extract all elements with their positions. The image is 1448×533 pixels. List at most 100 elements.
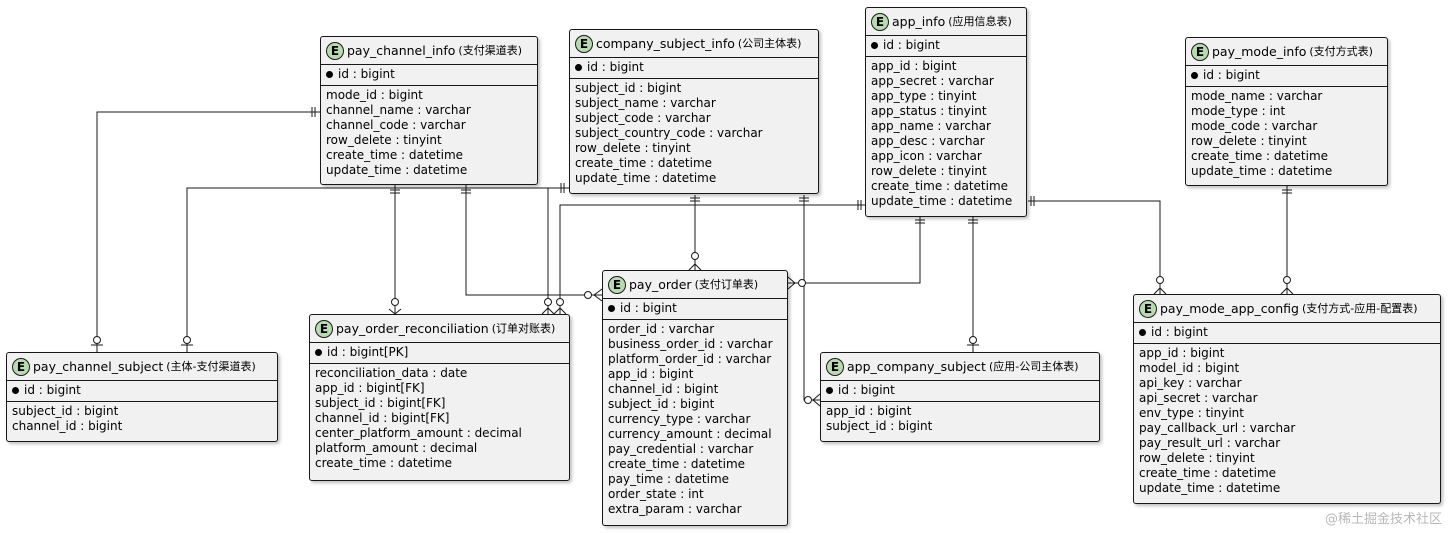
primary-key: id : bigint: [587, 60, 644, 74]
attribute-row: order_id : varchar: [608, 322, 715, 336]
attribute-row: row_delete : tinyint: [575, 141, 691, 155]
attribute-row: currency_type : varchar: [608, 412, 751, 426]
entity-header: E pay_channel_subject (主体-支付渠道表): [7, 353, 277, 380]
attribute-row: platform_order_id : varchar: [608, 352, 772, 366]
attribute-row: subject_code : varchar: [575, 111, 711, 125]
attribute-row: subject_id : bigint: [575, 81, 682, 95]
entity-name: pay_order_reconciliation: [336, 321, 489, 336]
entity-cn-name: (应用信息表): [948, 15, 1012, 28]
attribute-row: subject_id : bigint: [826, 419, 933, 433]
attribute-row: pay_callback_url : varchar: [1139, 421, 1296, 435]
entity-cn-name: (订单对账表): [491, 322, 556, 335]
attribute-row: row_delete : tinyint: [1191, 134, 1307, 148]
entity-name: pay_mode_info: [1212, 44, 1307, 59]
key-dot-icon: [12, 387, 19, 394]
entity-app-company-subject[interactable]: E app_company_subject (应用-公司主体表) id : bi…: [820, 352, 1100, 442]
key-dot-icon: [871, 42, 878, 49]
attribute-row: app_name : varchar: [871, 119, 991, 133]
entity-app-info[interactable]: E app_info (应用信息表) id : bigint app_id : …: [865, 7, 1027, 217]
entity-name: pay_channel_subject: [33, 359, 164, 374]
attribute-row: create_time : datetime: [326, 148, 464, 162]
attribute-row: currency_amount : decimal: [608, 427, 772, 441]
primary-key: id : bigint: [1151, 325, 1208, 339]
attribute-row: mode_name : varchar: [1191, 89, 1323, 103]
entity-badge-icon: E: [326, 41, 344, 60]
entity-pay-channel-subject[interactable]: E pay_channel_subject (主体-支付渠道表) id : bi…: [6, 352, 278, 442]
entity-cn-name: (支付订单表): [694, 278, 759, 291]
entity-badge-icon: E: [1191, 42, 1209, 61]
entity-name: company_subject_info: [596, 36, 735, 51]
primary-key-row: id : bigint: [821, 381, 1099, 401]
entity-header: E company_subject_info (公司主体表): [570, 30, 818, 57]
attribute-row: env_type : tinyint: [1139, 406, 1244, 420]
key-dot-icon: [575, 64, 582, 71]
attribute-row: reconciliation_data : date: [315, 366, 468, 380]
attribute-row: center_platform_amount : decimal: [315, 426, 522, 440]
entity-pay-channel-info[interactable]: E pay_channel_info (支付渠道表) id : bigint m…: [320, 36, 538, 185]
attribute-row: channel_id : bigint[FK]: [315, 411, 450, 425]
attribute-row: subject_id : bigint[FK]: [315, 396, 446, 410]
attribute-row: channel_name : varchar: [326, 103, 471, 117]
attribute-row: update_time : datetime: [1139, 481, 1281, 495]
attribute-row: app_icon : varchar: [871, 149, 982, 163]
key-dot-icon: [1191, 72, 1198, 79]
attribute-row: channel_code : varchar: [326, 118, 466, 132]
primary-key: id : bigint: [24, 383, 81, 397]
attribute-row: subject_country_code : varchar: [575, 126, 763, 140]
entity-company-subject-info[interactable]: E company_subject_info (公司主体表) id : bigi…: [569, 29, 819, 194]
entity-header: E pay_order (支付订单表): [603, 271, 787, 298]
primary-key-row: id : bigint: [570, 58, 818, 78]
entity-pay-order[interactable]: E pay_order (支付订单表) id : bigint order_id…: [602, 270, 788, 526]
attribute-row: subject_id : bigint: [608, 397, 715, 411]
entity-badge-icon: E: [12, 357, 30, 376]
entity-header: E pay_channel_info (支付渠道表): [321, 37, 537, 64]
key-dot-icon: [826, 387, 833, 394]
attribute-row: create_time : datetime: [315, 456, 453, 470]
entity-badge-icon: E: [1139, 299, 1157, 318]
attribute-row: app_status : tinyint: [871, 104, 987, 118]
attribute-row: update_time : datetime: [1191, 164, 1333, 178]
attribute-row: create_time : datetime: [1139, 466, 1277, 480]
entity-name: pay_channel_info: [347, 43, 456, 58]
primary-key-row: id : bigint: [1186, 66, 1387, 86]
rel-pay-channel-info-to-pay-order-reconciliation: [388, 185, 402, 315]
primary-key: id : bigint: [838, 383, 895, 397]
attribute-row: app_id : bigint[FK]: [315, 381, 425, 395]
attribute-row: mode_type : int: [1191, 104, 1286, 118]
primary-key-row: id : bigint: [866, 36, 1026, 56]
entity-pay-order-reconciliation[interactable]: E pay_order_reconciliation (订单对账表) id : …: [309, 314, 570, 481]
attribute-row: update_time : datetime: [871, 194, 1013, 208]
attribute-row: row_delete : tinyint: [1139, 451, 1255, 465]
attribute-row: create_time : datetime: [1191, 149, 1329, 163]
primary-key-row: id : bigint[PK]: [310, 343, 569, 363]
attribute-row: update_time : datetime: [326, 163, 468, 177]
rel-company-subject-info-to-app-company-subject: [799, 195, 821, 407]
entity-name: pay_mode_app_config: [1160, 301, 1299, 316]
primary-key-row: id : bigint: [1134, 323, 1440, 343]
entity-pay-mode-app-config[interactable]: E pay_mode_app_config (支付方式-应用-配置表) id :…: [1133, 294, 1441, 504]
entity-badge-icon: E: [315, 319, 333, 338]
entity-pay-mode-info[interactable]: E pay_mode_info (支付方式表) id : bigint mode…: [1185, 37, 1388, 186]
attribute-row: api_secret : varchar: [1139, 391, 1258, 405]
attribute-row: app_id : bigint: [608, 367, 694, 381]
attribute-row: subject_id : bigint: [12, 404, 119, 418]
primary-key: id : bigint: [1203, 68, 1260, 82]
attribute-row: channel_id : bigint: [12, 419, 123, 433]
attribute-row: create_time : datetime: [575, 156, 713, 170]
attribute-row: app_secret : varchar: [871, 74, 994, 88]
attribute-row: subject_name : varchar: [575, 96, 716, 110]
entity-header: E pay_mode_app_config (支付方式-应用-配置表): [1134, 295, 1440, 322]
entity-header: E pay_order_reconciliation (订单对账表): [310, 315, 569, 342]
entity-badge-icon: E: [575, 34, 593, 53]
primary-key: id : bigint[PK]: [327, 345, 409, 359]
attribute-row: extra_param : varchar: [608, 502, 742, 516]
rel-company-subject-info-to-pay-order: [688, 195, 702, 271]
entity-header: E pay_mode_info (支付方式表): [1186, 38, 1387, 65]
attribute-row: app_type : tinyint: [871, 89, 977, 103]
